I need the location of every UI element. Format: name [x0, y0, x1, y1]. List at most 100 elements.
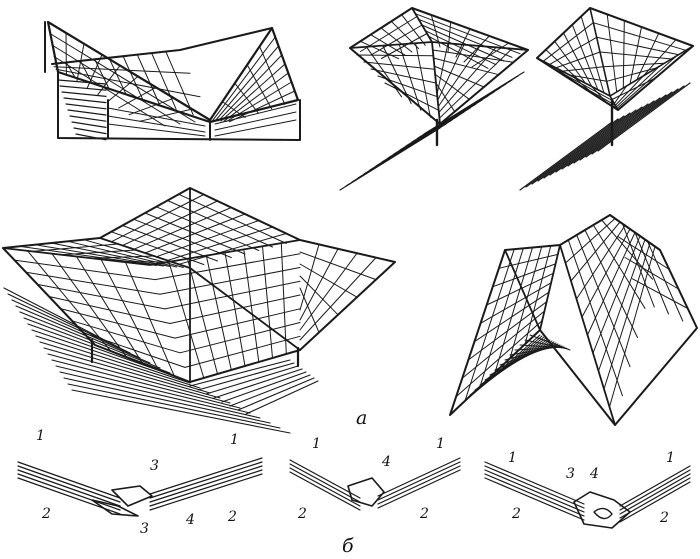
grid-line — [567, 74, 608, 82]
grid-line — [83, 332, 186, 368]
tent-outline — [449, 214, 698, 426]
board-line — [484, 461, 585, 505]
section-label: 4 — [381, 454, 391, 470]
board-line — [619, 473, 691, 515]
section-label: 3 — [140, 521, 149, 537]
grid-line — [133, 207, 232, 250]
grid-line — [434, 73, 470, 100]
hatch-line — [579, 91, 673, 161]
board-line — [289, 459, 361, 499]
hatch-line — [423, 71, 525, 135]
grid-line — [299, 251, 377, 281]
hatch-line — [245, 380, 319, 415]
joint-beam — [573, 491, 631, 529]
grid-line — [606, 67, 658, 82]
grid-line — [609, 246, 656, 408]
hatch-line — [61, 91, 107, 98]
grid-line — [51, 242, 171, 267]
grid-line — [473, 291, 550, 343]
hatch-line — [585, 88, 679, 158]
hatch-line — [47, 353, 231, 404]
grid-line — [433, 65, 485, 88]
board-line — [17, 469, 121, 507]
grid-line — [48, 296, 171, 324]
grid-line — [524, 245, 552, 345]
grid-line — [581, 228, 631, 318]
grid-line — [155, 220, 260, 258]
grid-line — [144, 213, 246, 254]
hatch-line — [519, 344, 567, 349]
grid-line — [31, 243, 119, 252]
board-line — [149, 461, 263, 499]
grid-line — [122, 200, 218, 246]
grid-line — [154, 253, 301, 281]
board-line — [149, 457, 263, 495]
board-line — [484, 477, 585, 521]
facade — [57, 71, 301, 141]
board-line — [17, 465, 121, 503]
grid-line — [60, 308, 176, 339]
grid-line — [49, 33, 196, 123]
board-line — [289, 463, 361, 503]
grid-line — [381, 33, 428, 59]
grid-line — [509, 246, 543, 359]
hatch-line — [65, 103, 107, 110]
grid-line — [299, 243, 320, 311]
section-label: 1 — [436, 436, 445, 452]
section-label: 3 — [150, 458, 159, 474]
hatch-line — [67, 383, 281, 429]
ground-hatching — [339, 71, 525, 191]
grid-line — [542, 22, 594, 62]
grid-line — [565, 218, 616, 264]
grid-line — [561, 66, 604, 72]
joint-block — [91, 485, 153, 517]
hatch-line — [11, 299, 141, 359]
hatch-line — [55, 365, 251, 414]
hatch-line — [71, 121, 107, 129]
grid-line — [165, 51, 194, 116]
section-label: 1 — [508, 450, 517, 466]
grid-line — [602, 62, 665, 68]
grid-line — [461, 310, 545, 379]
grid-line — [110, 194, 205, 243]
hatch-line — [51, 359, 241, 409]
grid-line — [159, 267, 301, 295]
grid-line — [592, 235, 641, 354]
grid-line — [617, 235, 670, 270]
grid-line — [299, 257, 377, 341]
hatch-line — [537, 112, 631, 182]
board-line — [17, 461, 121, 499]
grid-line — [122, 55, 143, 100]
grid-line — [61, 249, 137, 256]
grid-line — [384, 82, 440, 111]
hatch-line — [59, 85, 107, 91]
grid-line — [174, 308, 301, 339]
grid-line — [610, 77, 656, 101]
section-3-labels: 1 2 3 4 1 2 — [508, 450, 675, 526]
grid-line — [599, 51, 672, 60]
hatch-line — [525, 118, 619, 188]
hatch-line — [31, 329, 191, 384]
section-label: 3 — [566, 466, 575, 482]
grid-line — [428, 35, 489, 69]
board-line — [619, 477, 691, 519]
hatch-line — [567, 97, 661, 167]
hatch-line — [555, 103, 649, 173]
ground-hatching — [3, 287, 319, 434]
hatch-line — [205, 365, 299, 395]
tent-shell-drawing — [449, 214, 698, 426]
hatch-line — [15, 305, 151, 364]
joint-filler — [347, 477, 385, 507]
grid-line — [51, 44, 181, 125]
section-label: 1 — [312, 436, 321, 452]
hatch-line — [63, 377, 271, 424]
grid-line — [432, 49, 514, 63]
hatch-line — [189, 359, 291, 387]
ground-hatching — [57, 79, 107, 141]
roof-grid — [356, 13, 521, 119]
section-label: 2 — [659, 510, 669, 526]
section-label: 1 — [230, 432, 239, 448]
roof-grid — [542, 13, 687, 110]
section-label: 1 — [36, 428, 45, 444]
grid-line — [136, 54, 160, 105]
